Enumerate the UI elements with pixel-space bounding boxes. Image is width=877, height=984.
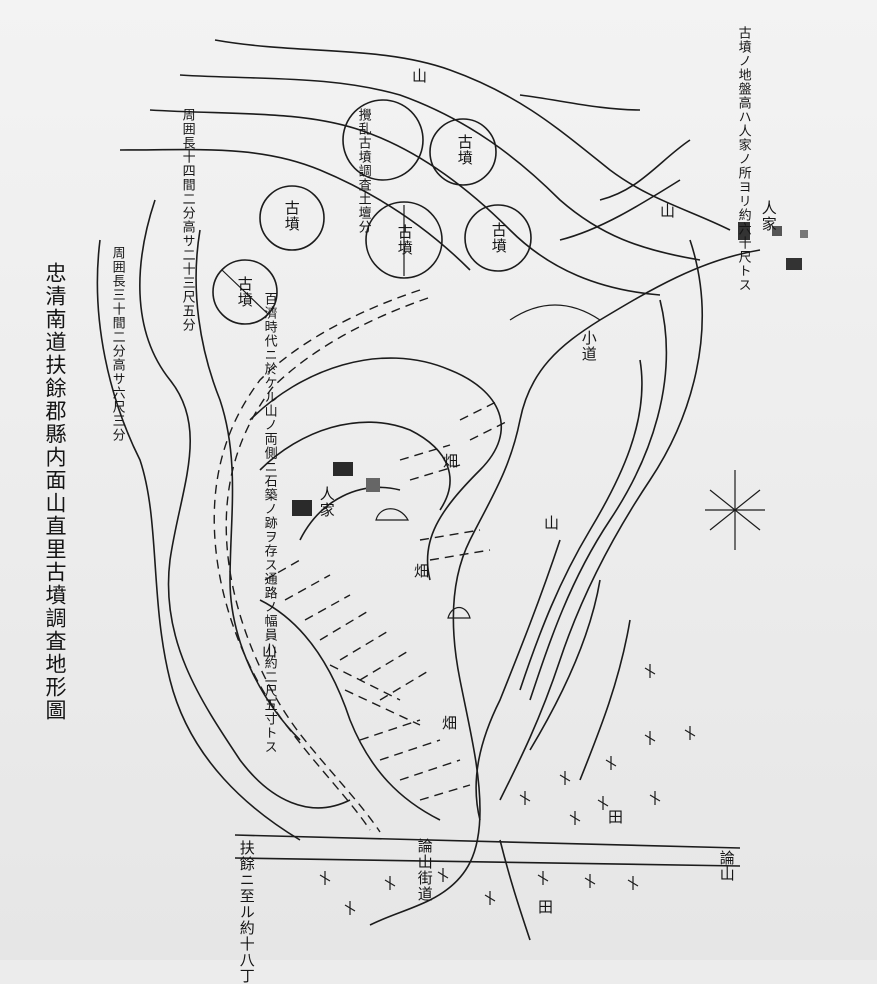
mountain-label-3: 山 [544,514,560,532]
mountain-label-1: 山 [412,67,428,85]
topographic-map [96,39,808,941]
paddy-label-1: 田 [608,808,624,826]
ronsan-label: 論山 [717,850,736,882]
tomb-elevation-note: 古墳ノ地盤高ハ人家ノ所ヨリ約六十尺トス [735,26,751,292]
house-label-2: 人家 [759,200,778,232]
road-note: 百濟時代ニ於ケル山ノ両側ニ石築ノ跡ヲ存ス通路ノ幅員ハ約二尺五寸トス [261,292,277,754]
compass-mark [705,470,765,550]
ronsan-road [234,834,741,941]
large-tomb-dims: 周囲長十四間二分高サ二十三尺五分 [179,108,195,332]
tomb-label-3: 古墳 [455,134,474,166]
fuyu-road-label: 扶餘ニ至ル約十八丁 [237,840,256,984]
tomb-label-2: 古墳 [282,200,301,232]
field-label-1: 畑 [443,452,459,470]
mountain-label-2: 山 [660,202,676,220]
mountain-label-4: 山 [262,642,278,660]
house-marks [292,222,808,516]
field-label-2: 畑 [414,562,430,580]
tomb-label-5: 古墳 [489,222,508,254]
tomb-circles [212,99,532,325]
map-title: 忠清南道扶餘郡縣内面山直里古墳調査地形圖 [43,262,68,722]
contour-lines-inner [249,357,503,821]
paddy-marks [319,664,696,915]
large-tomb-note: 攪乱古墳調査土壇分 [355,108,371,234]
paddy-label-2: 田 [538,898,554,916]
house-label-1: 人家 [317,486,336,518]
contour-lines-top [119,39,731,296]
mound-marks [375,508,471,619]
road-dashed [213,289,429,833]
ronsan-road-label: 論山街道 [415,838,434,902]
field-marks [264,399,511,801]
tomb-label-4: 古墳 [395,224,414,256]
path-label: 小道 [579,330,598,362]
stream-path [369,249,761,926]
small-tomb-dims: 周囲長三十間二分高サ六尺三分 [109,246,125,442]
field-label-3: 畑 [442,714,458,732]
tomb-label-1: 古墳 [235,276,254,308]
